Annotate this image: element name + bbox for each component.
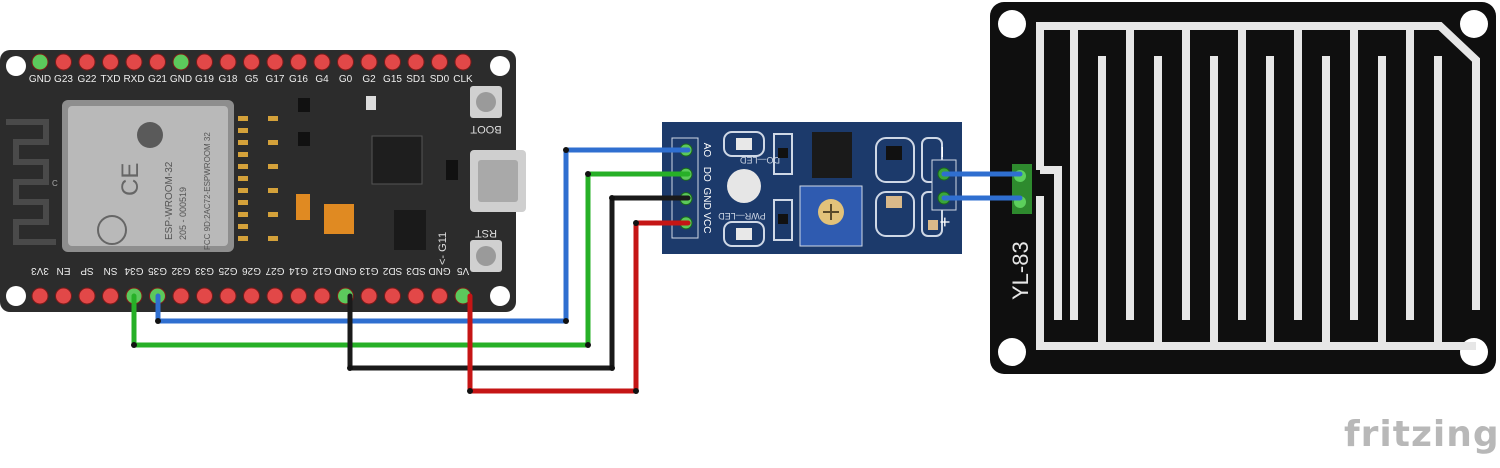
esp32-bottom-pin-label: G27 xyxy=(265,265,284,276)
esp32-top-pin xyxy=(102,53,119,71)
esp32-bottom-pin xyxy=(102,287,119,305)
esp32-bottom-pin xyxy=(407,287,425,305)
esp32-top-pin xyxy=(290,53,307,71)
esp32-top-pin xyxy=(219,53,237,71)
rst-label: RST xyxy=(475,227,497,239)
esp32-top-pin-label: G15 xyxy=(383,74,402,85)
esp32-top-pin-label: G17 xyxy=(266,74,285,85)
fritzing-watermark: fritzing xyxy=(1344,414,1500,455)
sensor-pin-label: DO xyxy=(701,167,712,182)
esp32-bottom-pin xyxy=(266,287,284,305)
sensor-pin-label: AO xyxy=(701,143,712,158)
esp32-bottom-pin-label: G12 xyxy=(312,265,331,276)
sensor-pin-label: GND xyxy=(701,187,712,209)
module-label: ESP-WROOM-32 xyxy=(164,161,175,240)
esp32-bottom-pin xyxy=(360,287,378,305)
sensor-module: AO DO GND VCC DO—LED PWR—LED – + xyxy=(662,122,962,254)
esp32-top-pin-label: G19 xyxy=(195,74,214,85)
esp32-top-pin-label: GND xyxy=(29,74,51,85)
esp32-top-pin-label: TXD xyxy=(101,74,121,85)
esp32-top-pin-label: G16 xyxy=(289,74,308,85)
esp32-bottom-pin-label: SP xyxy=(80,265,94,276)
esp32-top-pin-label: G22 xyxy=(78,74,97,85)
esp32-bottom-pin xyxy=(431,287,448,305)
esp32-top-pin xyxy=(172,53,190,71)
esp32-bottom-pin-label: G34 xyxy=(124,265,143,276)
esp32-bottom-pin-label: EN xyxy=(57,265,71,276)
esp32-top-pin-label: SD1 xyxy=(406,74,426,85)
esp32-top-pin xyxy=(55,53,72,71)
esp32-top-pin-label: GND xyxy=(170,74,192,85)
esp32-top-pin xyxy=(243,53,260,71)
pin-note: <- G11 xyxy=(437,232,449,265)
esp32-top-pin xyxy=(384,53,401,71)
module-code: 205 - 000519 xyxy=(178,187,188,240)
esp32-top-pin xyxy=(31,53,49,71)
esp32-bottom-pin-label: G25 xyxy=(218,265,237,276)
wires xyxy=(131,147,1023,394)
esp32-top-pin-label: RXD xyxy=(123,74,144,85)
esp32-bottom-pin-label: 3V3 xyxy=(31,265,49,276)
esp32-bottom-pin xyxy=(78,287,96,305)
esp32-top-pin xyxy=(313,53,331,71)
esp32-top-pin xyxy=(149,53,166,71)
esp32-bottom-pin-label: G26 xyxy=(242,265,261,276)
esp32-bottom-pin-label: SN xyxy=(104,265,118,276)
esp32-bottom-pin xyxy=(384,287,401,305)
esp32-bottom-pin-label: GND xyxy=(428,265,450,276)
sensor-pin-label: VCC xyxy=(701,212,712,233)
esp32-bottom-pin-label: SD3 xyxy=(406,265,426,276)
esp32-bottom-pin-label: V5 xyxy=(456,265,469,276)
esp32-top-pin xyxy=(196,53,213,71)
rain-sensor-board: YL-83 xyxy=(990,2,1496,374)
esp32-bottom-pin-label: G13 xyxy=(359,265,378,276)
rain-board-model: YL-83 xyxy=(1008,241,1033,300)
esp32-top-pin xyxy=(454,53,472,71)
esp32-bottom-pin-label: G35 xyxy=(148,265,167,276)
esp32-bottom-pin xyxy=(290,287,307,305)
esp32-top-pin-label: G23 xyxy=(54,74,73,85)
esp32-bottom-pin xyxy=(31,287,49,305)
esp32-top-pin-label: G18 xyxy=(219,74,238,85)
esp32-bottom-pin-label: SD2 xyxy=(382,265,402,276)
led-do-label: DO—LED xyxy=(739,155,780,165)
module-letter: C xyxy=(52,179,58,188)
esp32-top-pin xyxy=(407,53,425,71)
module-fcc: FCC 9D:2AC72-ESPWROOM 32 xyxy=(203,132,212,250)
esp32-top-pin-label: G5 xyxy=(245,74,259,85)
esp32-top-pin-label: G21 xyxy=(148,74,167,85)
esp32-bottom-pin-label: GND xyxy=(334,265,356,276)
esp32-top-pin-label: CLK xyxy=(453,74,473,85)
esp32-bottom-pin-label: G14 xyxy=(289,265,308,276)
esp32-top-pin-label: SD0 xyxy=(430,74,450,85)
svg-text:CE: CE xyxy=(117,163,144,196)
esp32-bottom-pin-label: G33 xyxy=(195,265,214,276)
esp32-bottom-pin xyxy=(55,287,72,305)
esp32-top-pin xyxy=(431,53,448,71)
sensor-pin-labels: AO DO GND VCC xyxy=(701,143,712,234)
esp32-top-pin xyxy=(360,53,378,71)
boot-label: BOOT xyxy=(470,123,501,135)
minus-label: – xyxy=(931,147,951,157)
esp32-bottom-pin xyxy=(196,287,213,305)
esp32-bottom-pin-label: G32 xyxy=(171,265,190,276)
esp32-top-pin xyxy=(337,53,354,71)
esp32-bottom-pin xyxy=(313,287,331,305)
esp32-top-pin-label: G0 xyxy=(339,74,353,85)
esp32-top-pin xyxy=(125,53,143,71)
esp32-bottom-pin xyxy=(219,287,237,305)
esp32-bottom-pin xyxy=(243,287,260,305)
esp32-top-pin-label: G4 xyxy=(315,74,329,85)
esp32-top-pin-label: G2 xyxy=(362,74,376,85)
esp32-board: ESP-WROOM-32 205 - 000519 FCC 9D:2AC72-E… xyxy=(0,50,526,312)
plus-label: + xyxy=(935,217,955,228)
esp32-top-pin xyxy=(266,53,284,71)
led-pwr-label: PWR—LED xyxy=(718,211,766,221)
esp32-bottom-pin xyxy=(172,287,190,305)
esp32-top-pin xyxy=(78,53,96,71)
svg-text:ESP-WROOM-32: ESP-WROOM-32 xyxy=(164,161,175,240)
